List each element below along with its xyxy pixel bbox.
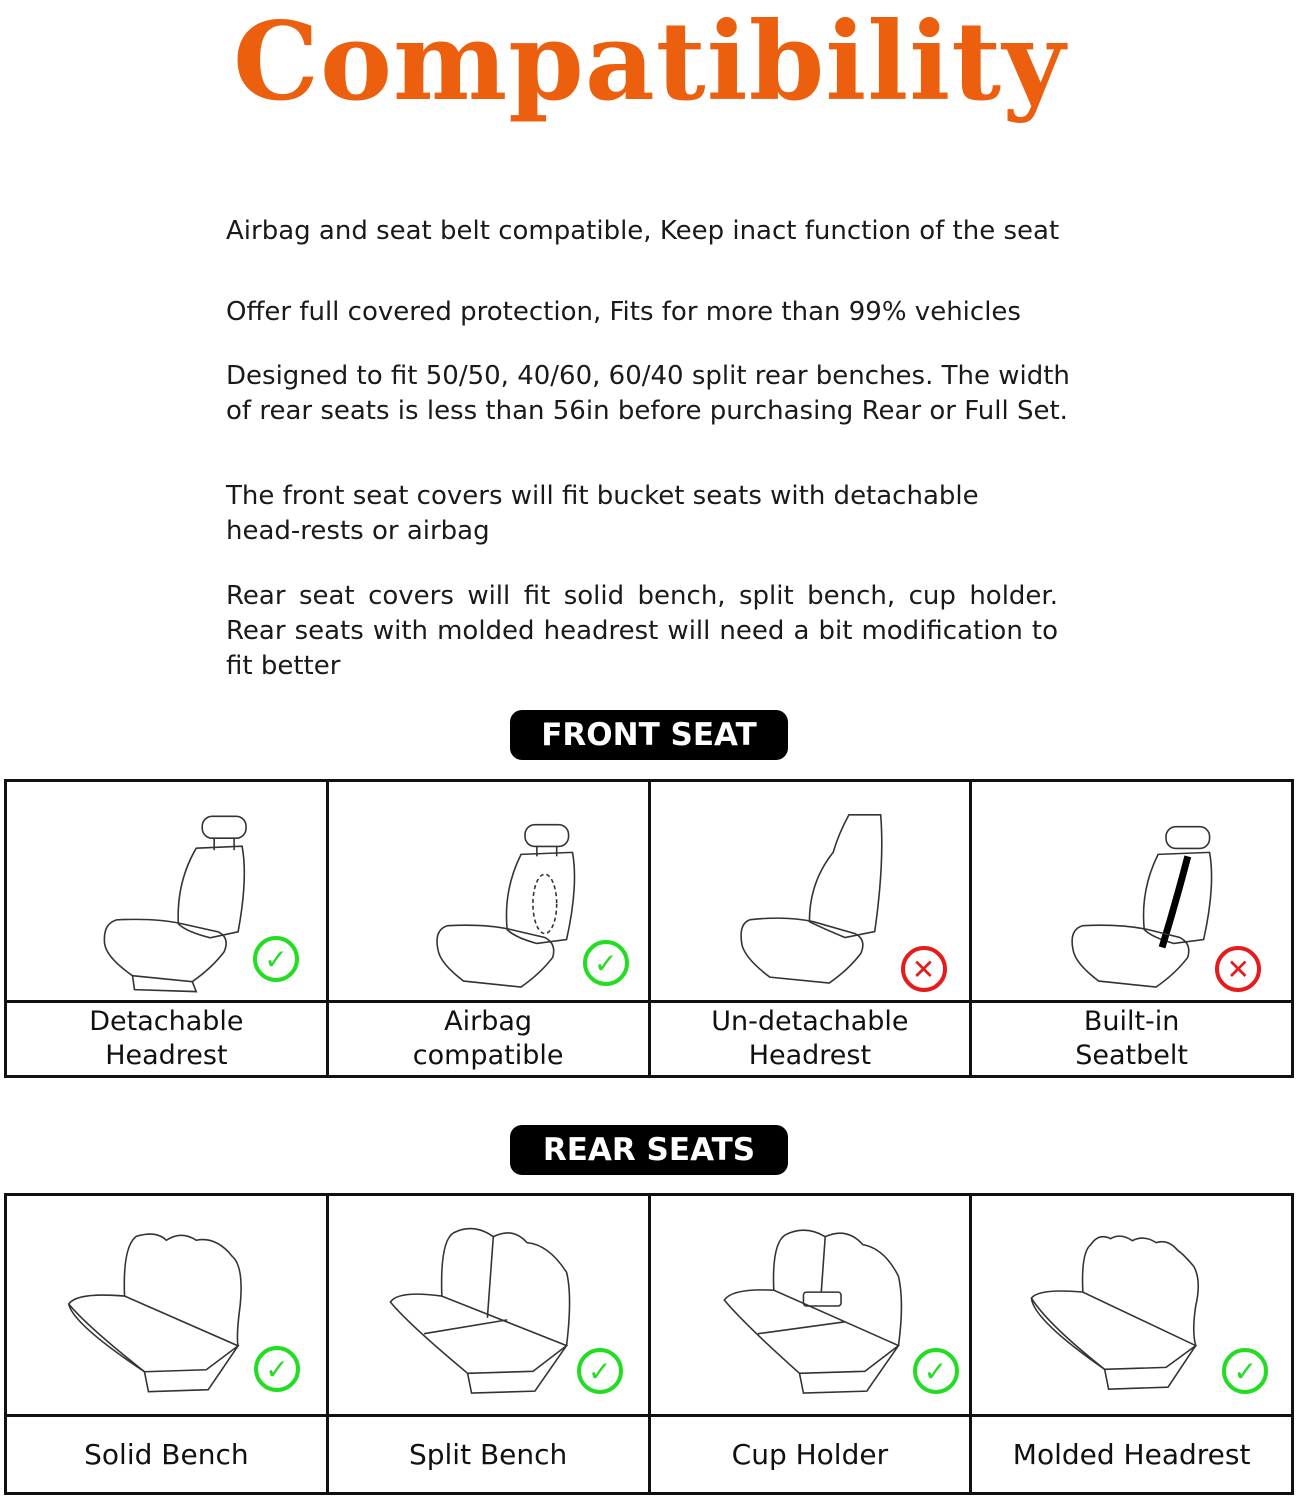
- undetachable-headrest-seat-icon: [739, 813, 883, 984]
- front-seat-cell: ✕: [969, 779, 1294, 1003]
- front-seat-label-cell: Airbag compatible: [325, 1000, 651, 1078]
- solid-bench-icon: [67, 1233, 242, 1393]
- check-icon: ✓: [576, 1348, 623, 1394]
- front-seat-table: ✓ ✓ ✕ ✕: [4, 779, 1294, 1078]
- solid-bench-label: Solid Bench: [84, 1437, 249, 1471]
- feature-paragraph-front-seats: The front seat covers will fit bucket se…: [226, 481, 979, 546]
- feature-paragraph-rear-seats: Rear seat covers will fit solid bench, s…: [226, 581, 1058, 681]
- front-seat-label-cell: Detachable Headrest: [4, 1000, 329, 1078]
- front-seat-cell: ✓: [4, 779, 329, 1003]
- front-seat-label-cell: Built-in Seatbelt: [969, 1000, 1294, 1078]
- airbag-seat-icon: [435, 823, 576, 988]
- airbag-compatible-label: Airbag compatible: [412, 1006, 564, 1071]
- check-icon: ✓: [254, 1346, 300, 1392]
- feature-paragraph-split-benches: Designed to fit 50/50, 40/60, 60/40 spli…: [226, 361, 1070, 426]
- rear-seat-cell: ✓: [969, 1193, 1294, 1417]
- rear-seat-cell: ✓: [647, 1193, 973, 1417]
- split-bench-icon: [389, 1227, 571, 1394]
- rear-seats-heading: REAR SEATS: [510, 1125, 788, 1175]
- rear-seat-cell: ✓: [4, 1193, 329, 1417]
- molded-headrest-bench-icon: [1030, 1235, 1200, 1390]
- front-seat-label-cell: Un-detachable Headrest: [647, 1000, 973, 1078]
- undetachable-headrest-label: Un-detachable Headrest: [711, 1006, 909, 1071]
- check-icon: ✓: [582, 940, 629, 986]
- check-icon: ✓: [253, 936, 299, 982]
- cup-holder-bench-icon: [722, 1229, 902, 1394]
- rear-seat-label-cell: Split Bench: [325, 1414, 651, 1495]
- front-seat-cell: ✓: [325, 779, 651, 1003]
- builtin-seatbelt-label: Built-in Seatbelt: [1075, 1006, 1188, 1071]
- detachable-headrest-label: Detachable Headrest: [89, 1006, 244, 1071]
- cross-icon: ✕: [900, 946, 947, 992]
- check-icon: ✓: [912, 1348, 959, 1394]
- rear-seat-label-cell: Cup Holder: [647, 1414, 973, 1495]
- cross-icon: ✕: [1215, 946, 1262, 992]
- rear-seat-cell: ✓: [325, 1193, 651, 1417]
- check-icon: ✓: [1222, 1348, 1269, 1394]
- front-seat-cell: ✕: [647, 779, 973, 1003]
- front-seat-heading: FRONT SEAT: [510, 710, 788, 760]
- feature-paragraph-coverage: Offer full covered protection, Fits for …: [226, 297, 1021, 327]
- molded-headrest-label: Molded Headrest: [1012, 1437, 1251, 1471]
- rear-seat-label-cell: Molded Headrest: [969, 1414, 1294, 1495]
- rear-seats-table: ✓ ✓ ✓: [4, 1193, 1294, 1495]
- split-bench-label: Split Bench: [408, 1437, 568, 1471]
- cup-holder-label: Cup Holder: [731, 1437, 889, 1471]
- rear-seat-label-cell: Solid Bench: [4, 1414, 329, 1495]
- builtin-seatbelt-seat-icon: [1071, 825, 1213, 988]
- detachable-headrest-seat-icon: [103, 815, 247, 993]
- page-title: Compatibility: [233, 0, 1066, 125]
- feature-paragraph-airbag: Airbag and seat belt compatible, Keep in…: [226, 216, 1060, 246]
